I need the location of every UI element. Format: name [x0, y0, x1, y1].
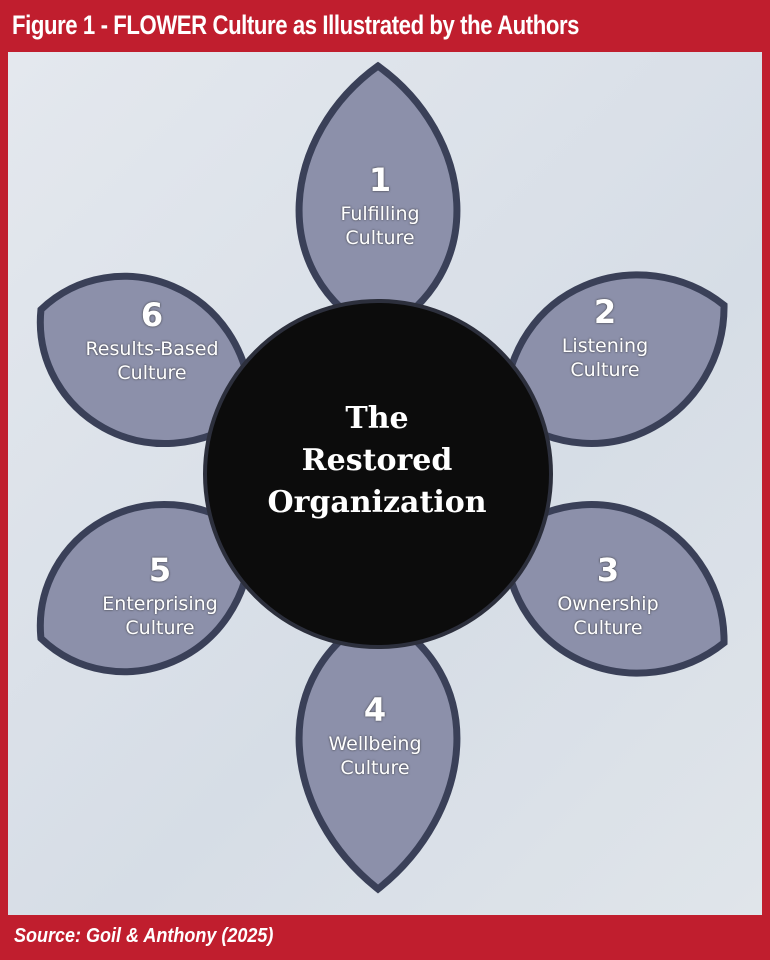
petal-text: Culture: [570, 359, 640, 382]
figure-title: Figure 1 - FLOWER Culture as Illustrated…: [12, 10, 580, 40]
petal-label-6: 6 Results-Based Culture: [52, 295, 252, 386]
petal-text: Culture: [125, 617, 195, 640]
petal-text: Culture: [340, 757, 410, 780]
petal-label-2: 2 Listening Culture: [505, 292, 705, 383]
petal-label-1: 1 Fulfilling Culture: [280, 160, 480, 251]
petal-5: [36, 501, 256, 676]
petal-label-5: 5 Enterprising Culture: [60, 550, 260, 641]
petal-number: 2: [593, 293, 617, 331]
center-text: The: [345, 401, 409, 436]
source-caption: Source: Goil & Anthony (2025): [14, 925, 274, 947]
petal-text: Ownership: [557, 592, 659, 615]
center-text: Organization: [267, 485, 487, 520]
petal-text: Enterprising: [102, 592, 218, 615]
petal-number: 1: [368, 161, 392, 199]
petal-2: [500, 271, 728, 447]
petal-number: 5: [148, 551, 172, 589]
petal-6: [36, 272, 256, 447]
petal-1: [295, 61, 461, 338]
petal-text: Culture: [573, 617, 643, 640]
petal-text: Listening: [561, 334, 649, 357]
center-circle: [203, 299, 553, 649]
center-text: Restored: [301, 443, 453, 478]
petal-text: Wellbeing: [328, 732, 422, 755]
center-label: The Restored Organization: [227, 398, 527, 524]
petal-number: 6: [140, 296, 164, 334]
petal-text: Culture: [345, 227, 415, 250]
petal-3: [500, 501, 728, 677]
petal-text: Culture: [117, 362, 187, 385]
petal-number: 4: [363, 691, 387, 729]
petal-number: 3: [596, 551, 620, 589]
petal-label-3: 3 Ownership Culture: [508, 550, 708, 641]
petal-text: Fulfilling: [340, 202, 420, 225]
petal-4: [295, 610, 461, 894]
petal-label-4: 4 Wellbeing Culture: [275, 690, 475, 781]
petal-text: Results-Based: [85, 337, 219, 360]
